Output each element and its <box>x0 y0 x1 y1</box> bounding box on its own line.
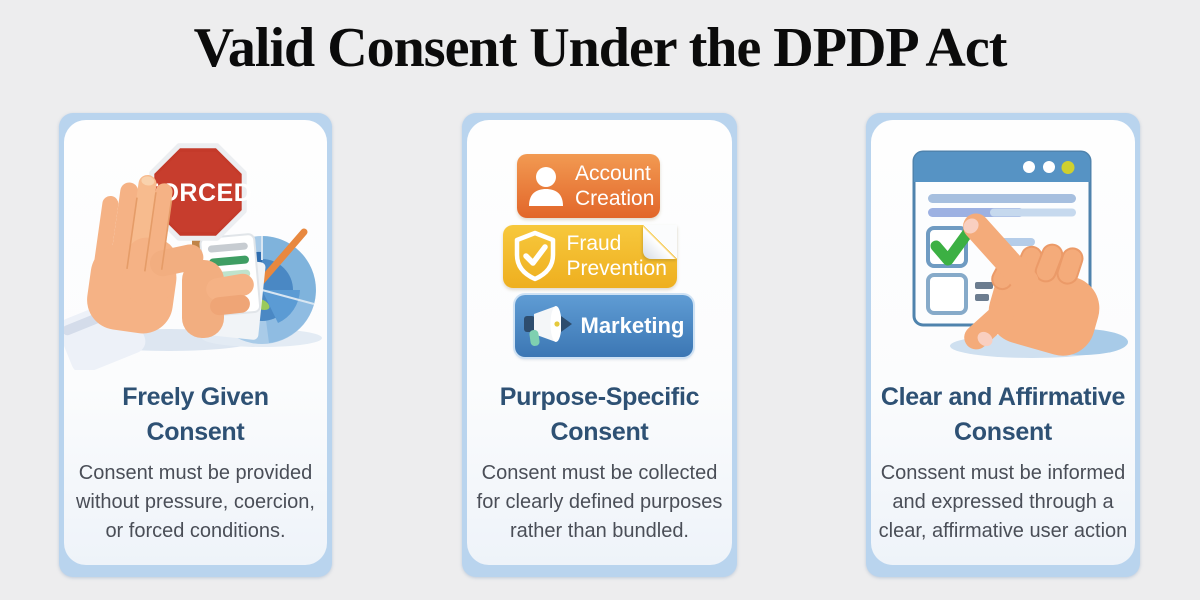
card-body-text: Consent must be provided without pressur… <box>75 462 315 542</box>
card-body-text: Conssent must be informed and expressed … <box>878 462 1128 542</box>
text-line <box>927 194 1076 203</box>
card-heading: Clear and Affirmative Consent <box>880 383 1126 446</box>
window-dots-icon <box>1022 161 1074 174</box>
illustration-checkbox-click <box>871 120 1135 370</box>
pointing-hand-icon <box>949 213 1128 358</box>
text-line <box>989 208 1076 217</box>
badge-marketing: Marketing <box>514 294 693 357</box>
checkbox-click-illustration-svg <box>912 150 1128 358</box>
text-line <box>974 294 989 301</box>
illustration-purpose-badges: Account Creation Fraud Prevention <box>467 120 732 370</box>
text-line <box>974 282 993 289</box>
user-icon <box>517 164 575 208</box>
card-clear-affirmative-consent: Clear and Affirmative Consent Conssent m… <box>866 113 1140 577</box>
card-heading: Freely Given Consent <box>122 383 269 446</box>
badge-label: Marketing <box>580 313 685 338</box>
card-body-text: Consent must be collected for clearly de… <box>476 462 723 542</box>
card-clear-affirmative-inner: Clear and Affirmative Consent Conssent m… <box>871 120 1135 565</box>
badge-label: Account Creation <box>575 161 655 210</box>
badge-label: Fraud Prevention <box>566 232 667 280</box>
illustration-hand-stop-forced: FORCED <box>64 120 327 370</box>
megaphone-icon <box>515 303 581 349</box>
folded-corner <box>642 224 677 259</box>
card-purpose-specific-consent: Account Creation Fraud Prevention <box>462 113 737 577</box>
shield-check-icon <box>503 230 567 282</box>
purpose-badge-list: Account Creation Fraud Prevention <box>502 153 693 357</box>
gripping-hand <box>182 260 254 338</box>
badge-fraud-prevention: Fraud Prevention <box>502 224 677 288</box>
badge-account-creation: Account Creation <box>517 153 660 218</box>
stop-hand-icon <box>87 174 204 334</box>
card-freely-given-consent: FORCED <box>59 113 332 577</box>
card-heading: Purpose-Specific Consent <box>499 383 700 446</box>
checkbox-checked-icon <box>925 221 977 268</box>
card-purpose-specific-inner: Account Creation Fraud Prevention <box>467 120 732 565</box>
page-title: Valid Consent Under the DPDP Act <box>193 17 1008 79</box>
stop-forced-illustration-svg: FORCED <box>64 143 322 370</box>
card-freely-given-inner: FORCED <box>64 120 327 565</box>
checkbox-empty-icon <box>925 273 968 315</box>
